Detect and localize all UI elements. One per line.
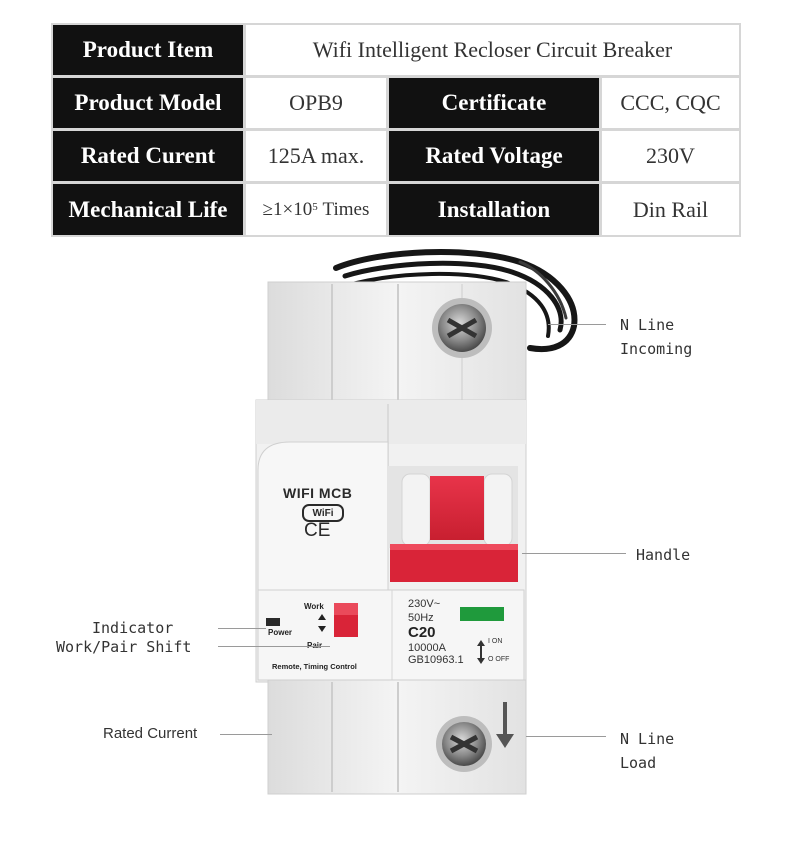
down-arrow-icon — [496, 702, 514, 748]
callout-indicator: Indicator — [92, 619, 174, 637]
product-model-value: OPB9 — [246, 78, 386, 128]
leader-indicator — [218, 628, 266, 629]
cable-bundle — [333, 248, 578, 352]
voltage-rating: 230V~ — [408, 598, 441, 610]
callout-rated-current: Rated Current — [103, 725, 198, 742]
product-model-label: Product Model — [53, 78, 243, 128]
breaking-capacity: 10000A — [408, 642, 446, 654]
product-item-label: Product Item — [53, 25, 243, 75]
leader-handle — [522, 553, 626, 554]
certificate-value: CCC, CQC — [602, 78, 739, 128]
power-led — [266, 618, 280, 626]
pair-label: Pair — [307, 641, 322, 650]
callout-handle: Handle — [636, 546, 691, 564]
curve-rating: C20 — [408, 624, 436, 641]
standard-code: GB10963.1 — [408, 654, 464, 666]
bottom-terminal-screw — [436, 716, 492, 772]
rated-voltage-value: 230V — [602, 131, 739, 181]
callout-n-line-load: N Line Load — [620, 730, 675, 772]
handle-lever — [390, 476, 518, 582]
off-label: O OFF — [488, 656, 510, 663]
control-label: Remote, Timing Control — [272, 662, 357, 671]
product-photo: WIFI MCB WiFi CE Work Pair Power Remote,… — [0, 240, 790, 868]
mechanical-life-unit: Times — [322, 198, 370, 220]
ce-mark: CE — [304, 520, 331, 541]
leader-n-line-load — [526, 736, 606, 737]
mechanical-life-exponent: 5 — [312, 200, 318, 213]
work-label: Work — [304, 602, 324, 611]
status-window — [460, 607, 504, 621]
rated-current-value: 125A max. — [246, 131, 386, 181]
certificate-label: Certificate — [389, 78, 599, 128]
installation-label: Installation — [389, 184, 599, 235]
frequency-rating: 50Hz — [408, 612, 434, 624]
leader-n-line-incoming — [548, 324, 606, 325]
leader-rated-current — [220, 734, 272, 735]
breaker-illustration — [255, 248, 578, 795]
power-label: Power — [268, 628, 293, 637]
device-brand-label: WIFI MCB — [283, 485, 353, 501]
mechanical-life-label: Mechanical Life — [53, 184, 243, 235]
callout-work-pair-shift: Work/Pair Shift — [56, 638, 192, 656]
product-item-value: Wifi Intelligent Recloser Circuit Breake… — [246, 25, 739, 75]
installation-value: Din Rail — [602, 184, 739, 235]
callout-n-line-incoming: N Line Incoming — [620, 316, 693, 358]
spec-table: Product Item Wifi Intelligent Recloser C… — [51, 23, 741, 237]
wifi-badge-icon: WiFi — [302, 504, 344, 522]
wifi-badge-text: WiFi — [312, 507, 334, 519]
rated-current-label: Rated Curent — [53, 131, 243, 181]
mechanical-life-base: ≥1×10 — [262, 198, 313, 220]
top-terminal-screw — [432, 298, 492, 358]
on-label: I ON — [488, 638, 503, 645]
rated-voltage-label: Rated Voltage — [389, 131, 599, 181]
leader-work-pair-shift — [218, 646, 330, 647]
